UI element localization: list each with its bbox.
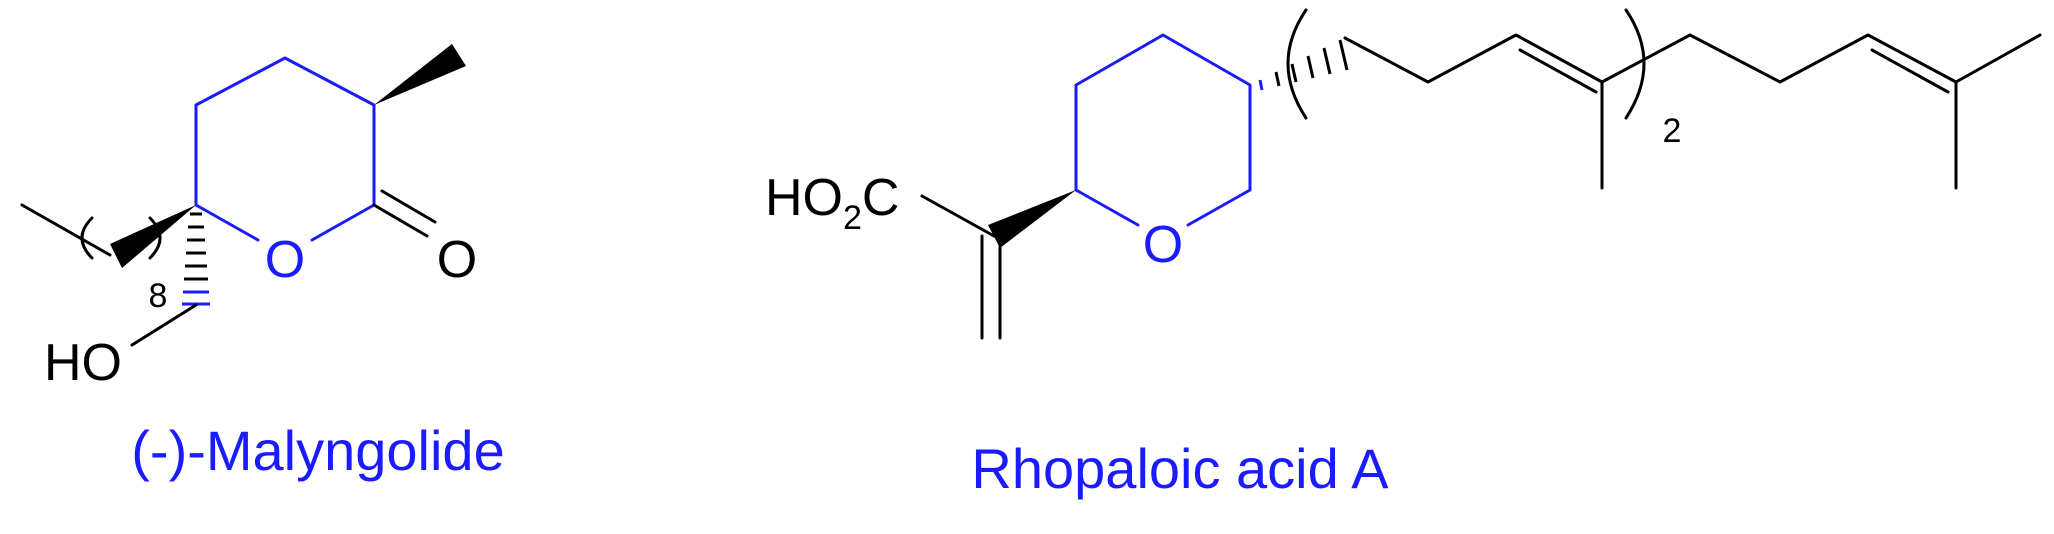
malyngolide-hydroxyl: HO — [44, 334, 122, 392]
rhopaloic-methylene-bond — [980, 234, 1002, 340]
rhopaloic-ring-oxygen: O — [1143, 216, 1183, 274]
rhopaloic-left-bracket — [1286, 8, 1308, 120]
rhopaloic-vinyl-wedge — [988, 190, 1076, 248]
rhopaloic-caption: Rhopaloic acid A — [971, 437, 1389, 500]
rhopaloic-hashed-bond — [1258, 39, 1349, 91]
malyngolide-repeat-count: 8 — [149, 277, 168, 315]
malyngolide-ring — [194, 56, 376, 242]
malyngolide-hashed-bond — [182, 212, 210, 306]
rhopaloic-acid-bond — [920, 194, 996, 238]
malyngolide-hydroxymethyl-bond — [130, 303, 198, 347]
rhopaloic-side-chain — [1343, 33, 2042, 190]
rhopaloic-carboxylic-acid: HO2C — [765, 169, 899, 237]
rhopaloic-right-bracket — [1624, 8, 1646, 120]
rhopaloic-ring — [1074, 33, 1252, 227]
malyngolide-caption: (-)-Malyngolide — [131, 419, 504, 482]
malyngolide-carbonyl-oxygen: O — [437, 231, 477, 289]
malyngolide-chain-wedge — [110, 205, 196, 268]
rhopaloic-acid-structure: O HO2C 2 — [765, 8, 2042, 340]
malyngolide-carbonyl-bond — [372, 189, 437, 238]
malyngolide-ring-oxygen: O — [265, 231, 305, 289]
malyngolide-methyl-wedge — [374, 44, 466, 105]
rhopaloic-repeat-count: 2 — [1663, 112, 1682, 150]
malyngolide-alkyl-chain — [20, 203, 162, 260]
malyngolide-structure: O O 8 HO — [20, 44, 477, 392]
